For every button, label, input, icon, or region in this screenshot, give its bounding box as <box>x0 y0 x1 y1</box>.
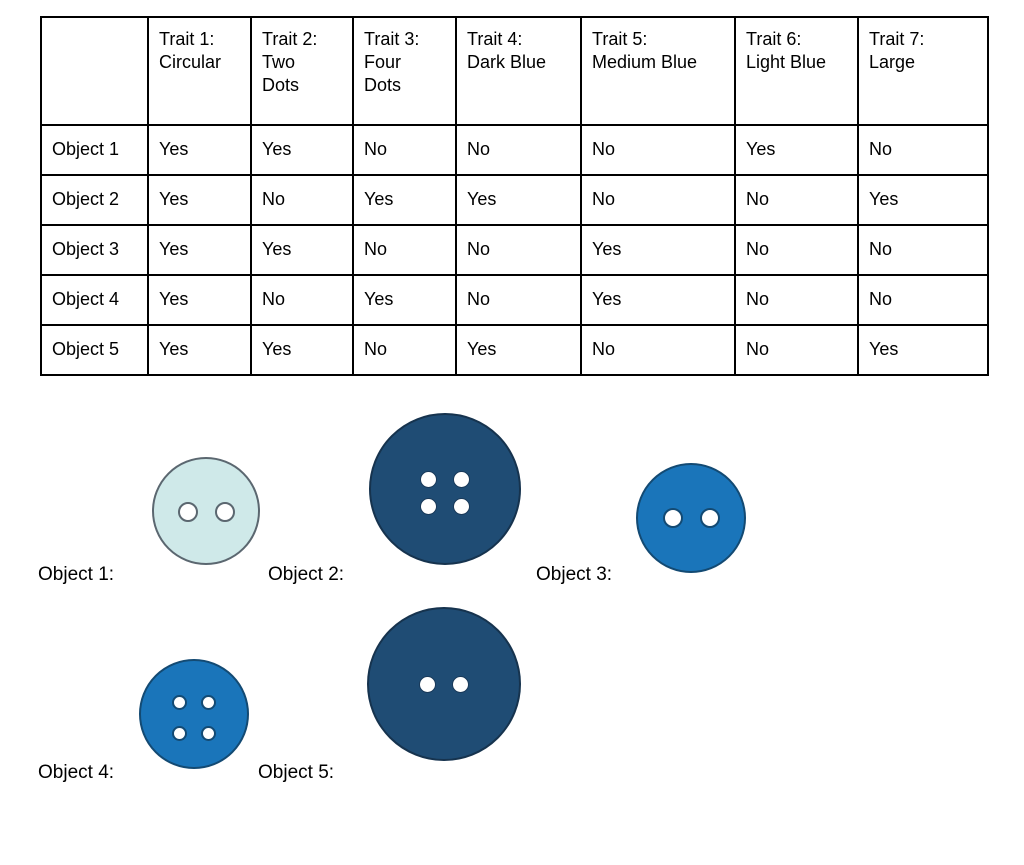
button-hole <box>178 502 198 522</box>
cell: Yes <box>147 224 252 276</box>
cell: No <box>857 224 989 276</box>
traits-table: Trait 1: Circular Trait 2: Two Dots Trai… <box>40 16 989 376</box>
cell: Yes <box>147 274 252 326</box>
cell: Yes <box>455 174 582 226</box>
object-1-label: Object 1: <box>38 564 115 585</box>
header-trait-2: Trait 2: Two Dots <box>250 16 354 126</box>
button-hole <box>172 695 187 710</box>
object-3-label: Object 3: <box>536 564 613 585</box>
row-label: Object 5 <box>40 324 149 376</box>
cell: No <box>352 324 457 376</box>
cell: Yes <box>352 274 457 326</box>
table-row-object-2: Object 2 Yes No Yes Yes No No Yes <box>40 174 989 226</box>
cell: No <box>455 224 582 276</box>
cell: No <box>857 124 989 176</box>
cell: Yes <box>147 324 252 376</box>
cell: No <box>734 274 859 326</box>
cell: No <box>734 174 859 226</box>
cell: Yes <box>250 224 354 276</box>
header-trait-4: Trait 4: Dark Blue <box>455 16 582 126</box>
button-hole <box>201 726 216 741</box>
row-label: Object 4 <box>40 274 149 326</box>
button-hole <box>215 502 235 522</box>
cell: Yes <box>250 324 354 376</box>
row-label: Object 2 <box>40 174 149 226</box>
button-hole <box>419 676 436 693</box>
table-row-object-1: Object 1 Yes Yes No No No Yes No <box>40 124 989 176</box>
button-hole <box>420 498 437 515</box>
table-row-object-4: Object 4 Yes No Yes No Yes No No <box>40 274 989 326</box>
header-trait-3: Trait 3: Four Dots <box>352 16 457 126</box>
cell: Yes <box>580 224 736 276</box>
header-trait-6: Trait 6: Light Blue <box>734 16 859 126</box>
header-trait-1: Trait 1: Circular <box>147 16 252 126</box>
button-hole <box>201 695 216 710</box>
cell: No <box>580 124 736 176</box>
cell: Yes <box>147 174 252 226</box>
cell: No <box>250 174 354 226</box>
button-hole <box>453 498 470 515</box>
cell: Yes <box>250 124 354 176</box>
button-hole <box>700 508 720 528</box>
header-trait-5: Trait 5: Medium Blue <box>580 16 736 126</box>
cell: Yes <box>857 324 989 376</box>
cell: No <box>734 324 859 376</box>
object-4-label: Object 4: <box>38 762 115 783</box>
cell: No <box>455 274 582 326</box>
cell: No <box>734 224 859 276</box>
object-3-button-figure <box>636 463 746 573</box>
object-5-button-figure <box>367 607 521 761</box>
button-hole <box>172 726 187 741</box>
object-2-label: Object 2: <box>268 564 345 585</box>
cell: Yes <box>857 174 989 226</box>
header-trait-7: Trait 7: Large <box>857 16 989 126</box>
cell: No <box>455 124 582 176</box>
button-hole <box>420 471 437 488</box>
button-hole <box>663 508 683 528</box>
cell: No <box>857 274 989 326</box>
object-2-button-figure <box>369 413 521 565</box>
cell: Yes <box>580 274 736 326</box>
cell: Yes <box>352 174 457 226</box>
object-4-button-figure <box>139 659 249 769</box>
corner-cell <box>40 16 149 126</box>
cell: Yes <box>147 124 252 176</box>
button-hole <box>452 676 469 693</box>
table-row-object-5: Object 5 Yes Yes No Yes No No Yes <box>40 324 989 376</box>
header-row: Trait 1: Circular Trait 2: Two Dots Trai… <box>40 16 989 126</box>
object-1-button-figure <box>152 457 260 565</box>
cell: Yes <box>455 324 582 376</box>
cell: No <box>580 324 736 376</box>
object-5-label: Object 5: <box>258 762 335 783</box>
cell: No <box>352 224 457 276</box>
table-row-object-3: Object 3 Yes Yes No No Yes No No <box>40 224 989 276</box>
cell: No <box>250 274 354 326</box>
cell: Yes <box>734 124 859 176</box>
row-label: Object 3 <box>40 224 149 276</box>
button-hole <box>453 471 470 488</box>
cell: No <box>580 174 736 226</box>
cell: No <box>352 124 457 176</box>
row-label: Object 1 <box>40 124 149 176</box>
